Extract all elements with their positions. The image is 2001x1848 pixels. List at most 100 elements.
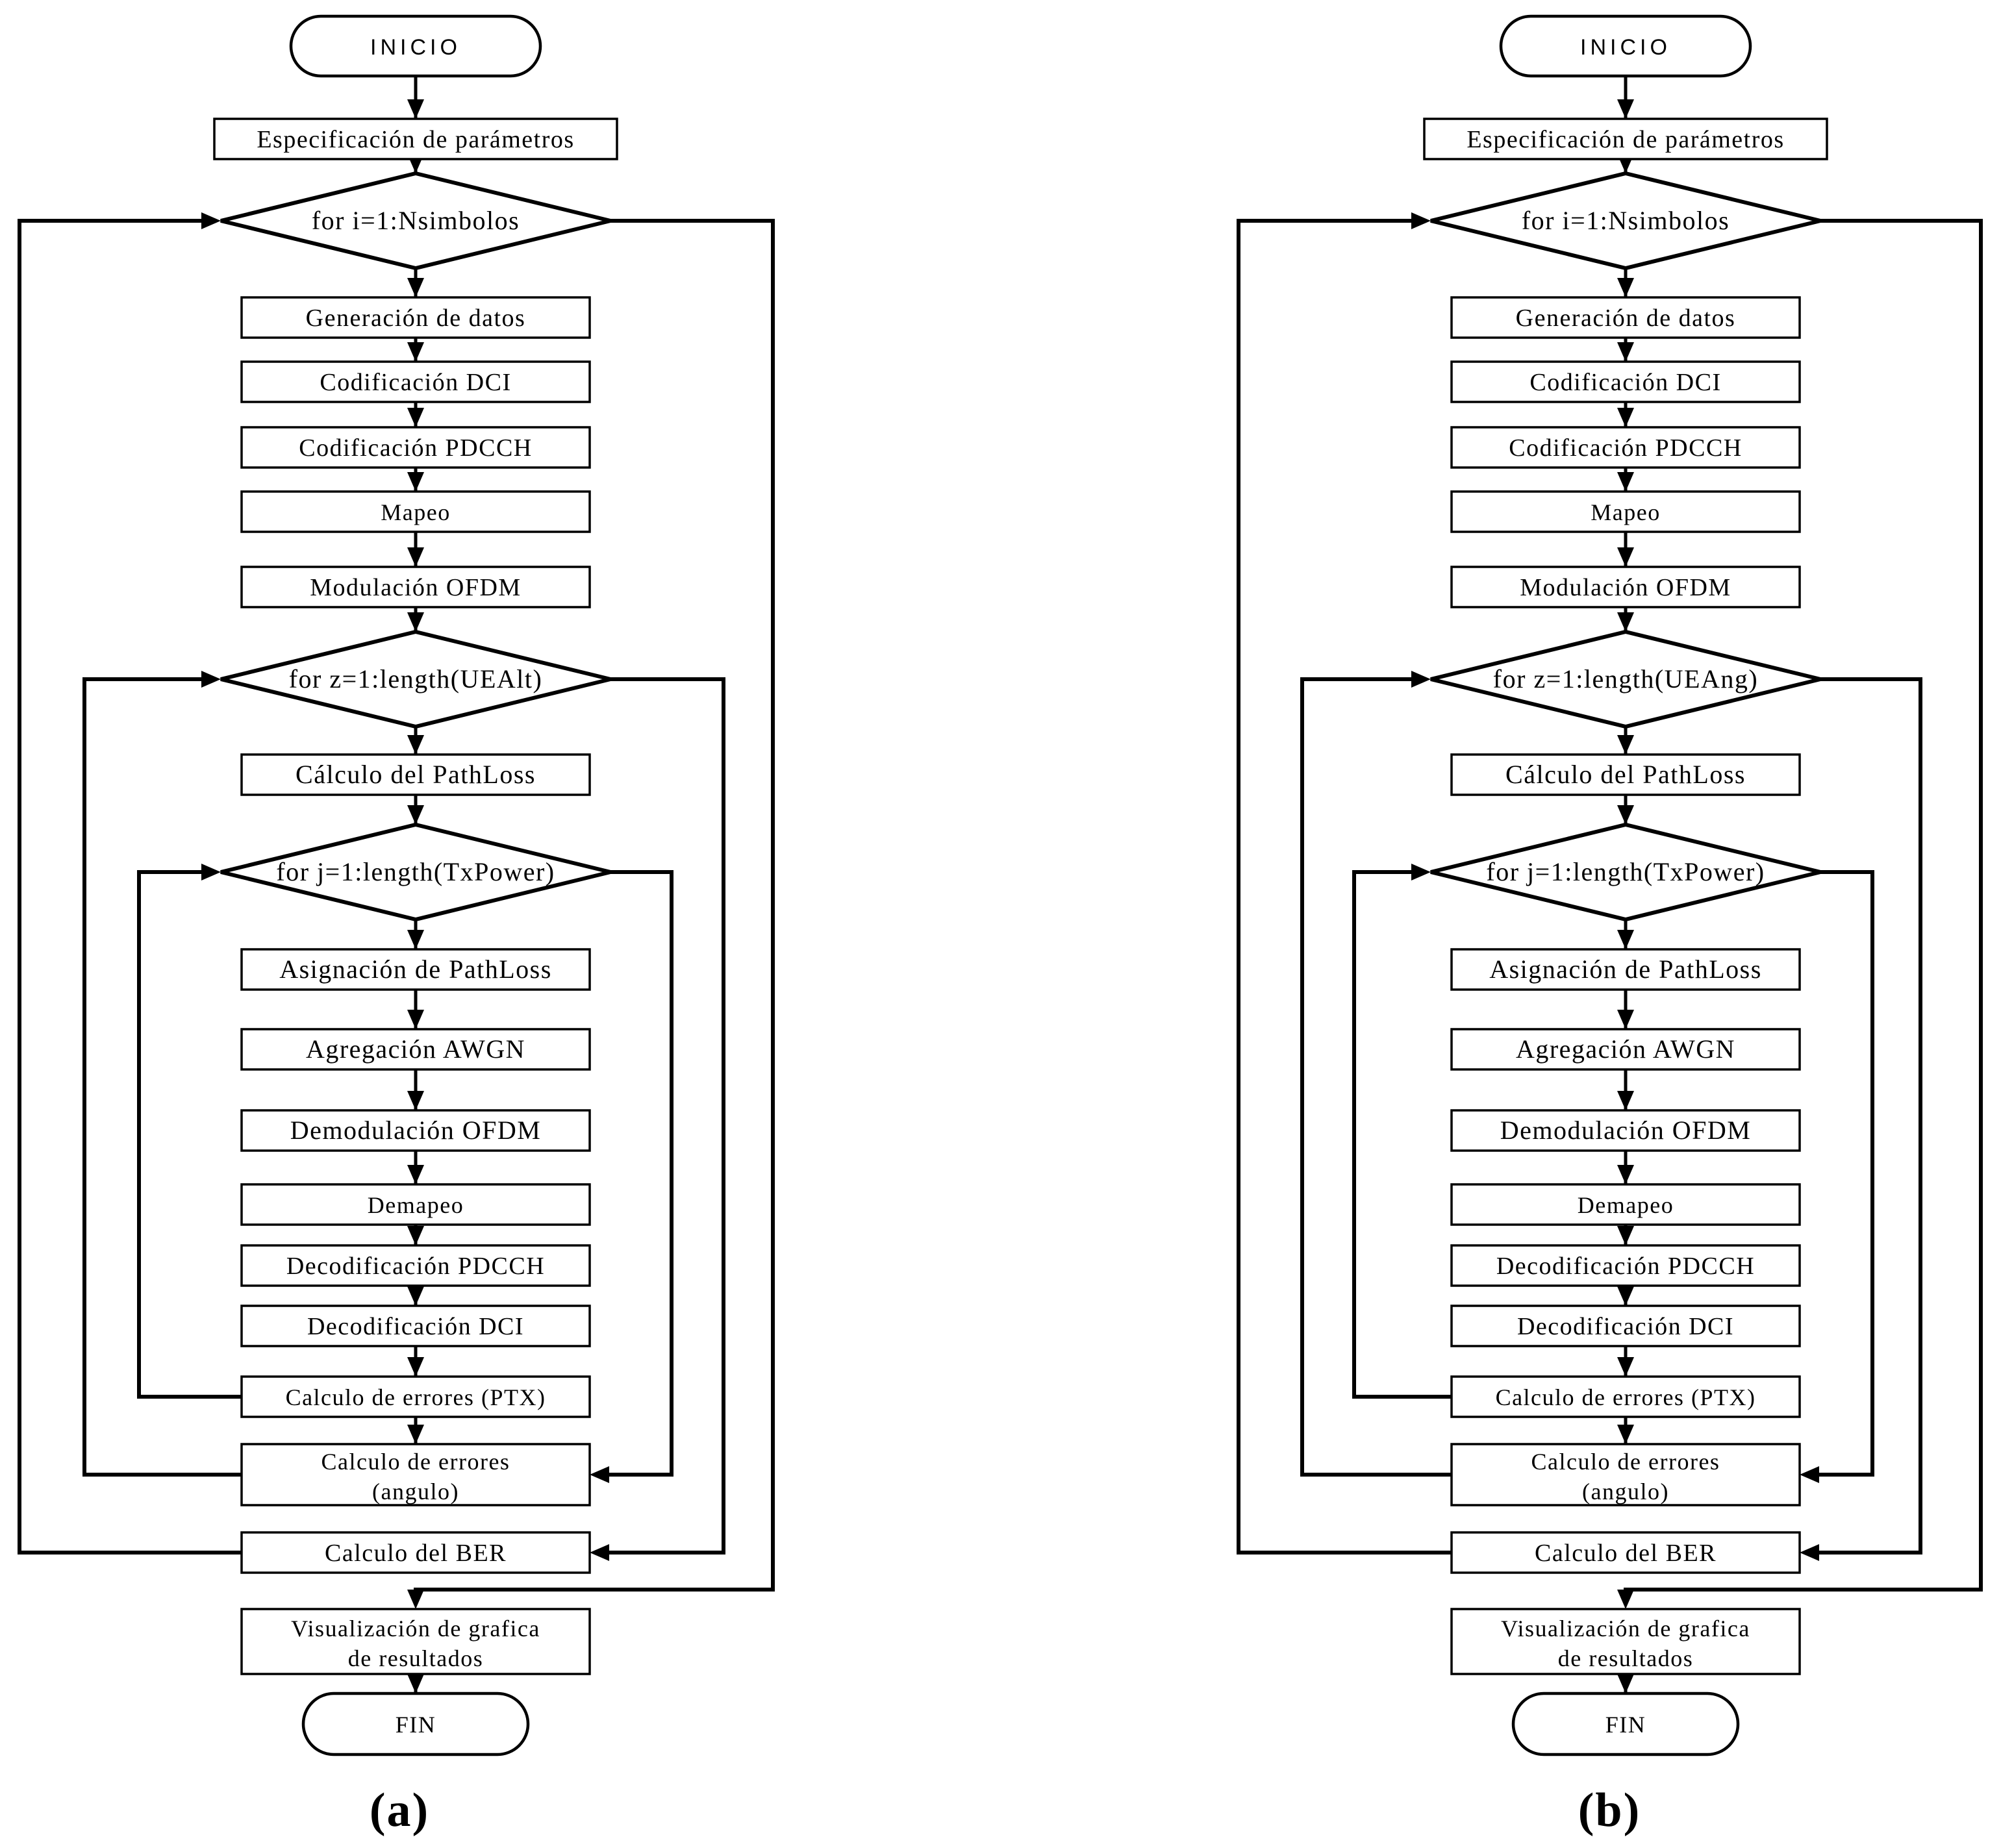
b-flow-mapeo-to-modulacion_ofdm-arrowhead (1617, 547, 1634, 567)
caption-b: (b) (1578, 1784, 1641, 1837)
b-process-decodificacion-pdcch: Decodificación PDCCH (1450, 1244, 1801, 1287)
diamond-outline (220, 629, 611, 729)
box-outline (1450, 1305, 1801, 1347)
label: Calculo de errores (PTX) (286, 1384, 546, 1410)
diamond-outline (1430, 629, 1821, 729)
b-loop-j-exit-line (1817, 870, 1874, 1477)
b-flow-modulacion_ofdm-to-loop_z-arrowhead (1617, 612, 1634, 632)
b-flow-generacion-to-codificacion_dci-arrowhead (1617, 342, 1634, 362)
box-outline (240, 1531, 591, 1574)
b-process-decodificacion-dci: Decodificación DCI (1450, 1305, 1801, 1347)
label: Calculo del BER (1535, 1540, 1717, 1567)
b-loop-z-exit-arrowhead (1800, 1544, 1819, 1561)
box-outline (240, 1244, 591, 1287)
a-process-generacion: Generación de datos (240, 296, 591, 339)
a-process-asignacion-pathloss: Asignación de PathLoss (240, 948, 591, 991)
b-flow-codificacion_pdcch-to-mapeo-arrowhead (1617, 472, 1634, 492)
a-flow-inicio-to-especificacion-arrowhead (407, 99, 424, 119)
b-flow-loop_j-to-asignacion_pathloss-arrowhead (1617, 930, 1634, 949)
label: Modulación OFDM (310, 574, 521, 601)
label: Modulación OFDM (1520, 574, 1731, 601)
b-terminal-inicio: INICIO (1499, 14, 1752, 78)
a-flow-generacion-to-codificacion_dci-arrowhead (407, 342, 424, 362)
box-outline (1450, 1244, 1801, 1287)
a-flow-loop_z-to-calculo_pathloss-arrowhead (407, 735, 424, 755)
box-outline (240, 948, 591, 991)
a-process-demodulacion-ofdm: Demodulación OFDM (240, 1109, 591, 1152)
a-flow-agregacion_awgn-to-demodulacion_ofdm-arrowhead (407, 1091, 424, 1110)
a-decision-loop-i: for i=1:Nsimbolos (220, 171, 611, 271)
stadium-outline (1499, 14, 1752, 78)
a-loop-z-exit-arrowhead (590, 1544, 609, 1561)
diamond-outline (220, 822, 611, 922)
a-process-calculo-pathloss: Cálculo del PathLoss (240, 753, 591, 796)
b-loop-i-return-arrowhead (1411, 212, 1431, 229)
label: Calculo de errores(angulo) (1531, 1449, 1720, 1505)
label: Asignación de PathLoss (279, 955, 552, 984)
stadium-outline (289, 14, 542, 78)
b-process-generacion: Generación de datos (1450, 296, 1801, 339)
box-outline (240, 1443, 591, 1506)
b-process-codificacion-dci: Codificación DCI (1450, 360, 1801, 403)
a-process-mapeo: Mapeo (240, 490, 591, 533)
label: Decodificación DCI (307, 1313, 524, 1340)
b-loop-j-return-line (1352, 870, 1452, 1399)
b-process-calculo-errores-ptx: Calculo de errores (PTX) (1450, 1375, 1801, 1418)
a-process-calculo-errores-ptx: Calculo de errores (PTX) (240, 1375, 591, 1418)
a-decision-loop-z: for z=1:length(UEAlt) (220, 629, 611, 729)
a-process-codificacion-pdcch: Codificación PDCCH (240, 426, 591, 469)
label: for j=1:length(TxPower) (276, 857, 555, 886)
b-decision-loop-z: for z=1:length(UEAng) (1430, 629, 1821, 729)
a-terminal-inicio: INICIO (289, 14, 542, 78)
b-process-calculo-ber: Calculo del BER (1450, 1531, 1801, 1574)
b-loop-j-exit-arrowhead (1800, 1466, 1819, 1483)
label: Decodificación PDCCH (1496, 1253, 1755, 1280)
b-flow-loop_z-to-calculo_pathloss-arrowhead (1617, 735, 1634, 755)
b-terminal-fin: FIN (1511, 1692, 1740, 1756)
label: FIN (396, 1712, 436, 1738)
a-loop-i-return-arrowhead (201, 212, 221, 229)
box-outline (240, 1183, 591, 1226)
label: Cálculo del PathLoss (1505, 760, 1746, 789)
b-process-modulacion-ofdm: Modulación OFDM (1450, 566, 1801, 608)
b-process-asignacion-pathloss: Asignación de PathLoss (1450, 948, 1801, 991)
b-flow-agregacion_awgn-to-demodulacion_ofdm-arrowhead (1617, 1091, 1634, 1110)
label: Decodificación PDCCH (286, 1253, 545, 1280)
box-outline (240, 1028, 591, 1071)
box-outline (1423, 118, 1828, 160)
b-loop-j-return-arrowhead (1411, 864, 1431, 880)
label: Agregación AWGN (306, 1034, 525, 1064)
label: for z=1:length(UEAlt) (289, 664, 543, 693)
label: Asignación de PathLoss (1489, 955, 1762, 984)
a-loop-j-exit-line (607, 870, 673, 1477)
a-flow-decodificacion_dci-to-calculo_errores_ptx-arrowhead (407, 1357, 424, 1377)
a-loop-j-exit-arrowhead (590, 1466, 609, 1483)
a-loop-z-return-arrowhead (201, 671, 221, 688)
b-process-mapeo: Mapeo (1450, 490, 1801, 533)
b-loop-i-return-line (1237, 219, 1452, 1555)
b-flow-calculo_errores_ptx-to-calculo_errores_angulo-arrowhead (1617, 1425, 1634, 1444)
box-outline (1450, 1028, 1801, 1071)
label: Especificación de parámetros (257, 126, 574, 153)
box-outline (240, 1375, 591, 1418)
label: for i=1:Nsimbolos (312, 206, 520, 235)
b-flow-asignacion_pathloss-to-agregacion_awgn-arrowhead (1617, 1010, 1634, 1029)
a-process-demapeo: Demapeo (240, 1183, 591, 1226)
b-flow-decodificacion_dci-to-calculo_errores_ptx-arrowhead (1617, 1357, 1634, 1377)
a-flow-demodulacion_ofdm-to-demapeo-arrowhead (407, 1165, 424, 1184)
a-loop-i-return-line (18, 219, 242, 1555)
box-outline (1450, 1375, 1801, 1418)
a-flow-decodificacion_pdcch-to-decodificacion_dci-arrowhead (407, 1286, 424, 1306)
b-loop-z-return-arrowhead (1411, 671, 1431, 688)
box-outline (240, 1109, 591, 1152)
charts-container: INICIO Especificación de parámetros for i=… (18, 14, 1983, 1837)
b-flow-demodulacion_ofdm-to-demapeo-arrowhead (1617, 1165, 1634, 1184)
b-flow-codificacion_dci-to-codificacion_pdcch-arrowhead (1617, 408, 1634, 427)
diamond-outline (220, 171, 611, 271)
b-process-agregacion-awgn: Agregación AWGN (1450, 1028, 1801, 1071)
a-flow-loop_j-to-asignacion_pathloss-arrowhead (407, 930, 424, 949)
